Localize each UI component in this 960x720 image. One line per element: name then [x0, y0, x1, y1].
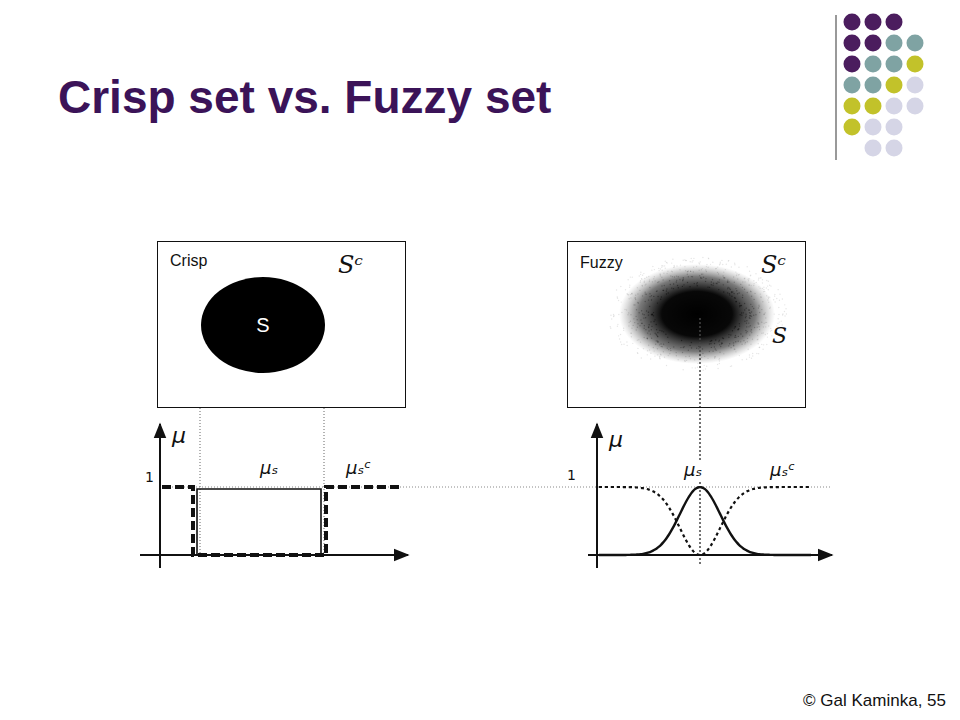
y-axis [596, 424, 598, 568]
curve-label: μₛᶜ [768, 460, 797, 480]
divider-line [835, 15, 836, 160]
decor-dot [886, 77, 903, 94]
curve-label: μₛᶜ [344, 458, 373, 478]
decor-dot [865, 35, 882, 52]
crisp-complement [162, 487, 402, 555]
decor-dot [907, 98, 924, 115]
decor-dot [865, 140, 882, 157]
footer-credit: © Gal Kaminka, 55 [801, 692, 948, 711]
axis-label: μ [607, 428, 625, 452]
crisp-set-ellipse: S [201, 277, 325, 373]
curve-label: μₛ [258, 458, 280, 478]
decor-dot [907, 56, 924, 73]
decor-dot [886, 140, 903, 157]
decor-dot [865, 56, 882, 73]
decor-dot [865, 77, 882, 94]
decor-dot [844, 35, 861, 52]
decor-dot [865, 119, 882, 136]
decor-dot [844, 119, 861, 136]
fuzzy-membership [599, 487, 811, 555]
complement-label: Sᶜ [761, 252, 786, 278]
crisp-set-box: Crisp SᶜS [157, 241, 406, 408]
projection-line [699, 318, 701, 565]
y-axis [159, 424, 161, 568]
box-heading: Crisp [170, 252, 207, 270]
complement-label: Sᶜ [338, 252, 363, 278]
decor-dot [886, 119, 903, 136]
axis-tick: 1 [565, 468, 578, 483]
dot-grid [844, 14, 924, 157]
crisp-membership [197, 489, 321, 555]
box-heading: Fuzzy [580, 254, 623, 272]
decor-dot [865, 98, 882, 115]
level-one-line [160, 487, 830, 488]
axis-tick: 1 [143, 470, 156, 485]
curve-label: μₛ [682, 460, 704, 480]
decor-dot [844, 98, 861, 115]
decor-dot [907, 35, 924, 52]
slide-title: Crisp set vs. Fuzzy set [58, 74, 551, 120]
fuzzy-blob [610, 257, 788, 371]
fuzzy-set-box: Fuzzy SᶜS [567, 241, 806, 408]
decor-dot [844, 77, 861, 94]
decor-dot [844, 14, 861, 31]
decor-dot [865, 14, 882, 31]
decor-dot [886, 98, 903, 115]
decor-dot [844, 56, 861, 73]
x-axis [140, 554, 408, 556]
decor-dot [907, 77, 924, 94]
decor-dot [886, 14, 903, 31]
decor-dot [886, 56, 903, 73]
set-label: S [256, 314, 269, 336]
axis-label: μ [170, 424, 188, 448]
set-label: S [772, 324, 787, 348]
fuzzy-complement [599, 487, 811, 555]
decor-dot [886, 35, 903, 52]
